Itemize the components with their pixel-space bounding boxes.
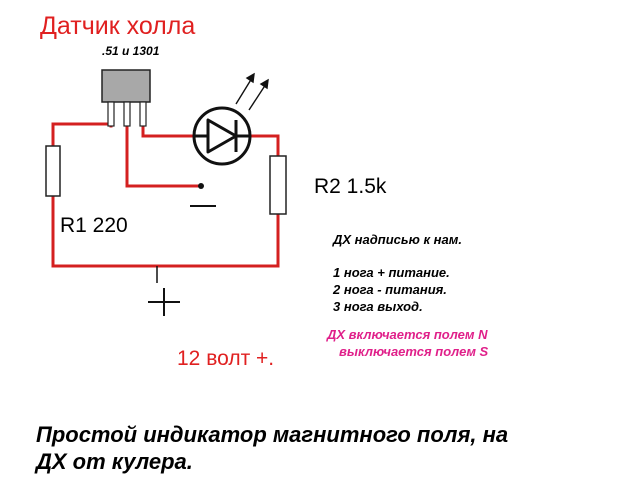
wire-bottom-right <box>155 212 280 268</box>
voltage-label: 12 волт +. <box>177 347 275 370</box>
hall-sensor-body <box>101 69 151 103</box>
wire-leg2-to-minus <box>125 124 203 188</box>
note-leg-1: 1 нога + питание. <box>333 265 450 280</box>
r2-label: R2 1.5k <box>314 175 387 198</box>
r1-label: R1 220 <box>60 214 128 237</box>
field-note-off: выключается полем S <box>339 344 489 359</box>
note-orientation: ДХ надписью к нам. <box>333 232 462 247</box>
minus-terminal-dot <box>198 183 204 189</box>
plus-sign <box>148 288 180 316</box>
field-note-on: ДХ включается полем N <box>327 327 488 342</box>
led-light-arrows <box>235 72 269 111</box>
resistor-r2 <box>269 155 287 215</box>
led-symbol <box>192 106 252 166</box>
wire-led-to-r2 <box>250 134 280 158</box>
wire-r1-to-bottom <box>51 194 159 268</box>
note-leg-2: 2 нога - питания. <box>333 282 447 297</box>
caption-line-2: ДХ от кулера. <box>36 449 193 474</box>
hall-sensor-leg-2 <box>123 101 131 127</box>
resistor-r1 <box>45 145 61 197</box>
hall-sensor-leg-3 <box>139 101 147 127</box>
sensor-model-label: .51 и 1301 <box>102 44 160 58</box>
caption-line-1: Простой индикатор магнитного поля, на <box>36 422 509 447</box>
caption: Простой индикатор магнитного поля, на ДХ… <box>36 421 616 475</box>
diagram-title: Датчик холла <box>40 12 196 40</box>
wire-leg3-to-led <box>141 124 194 138</box>
hall-sensor-leg-1 <box>107 101 115 127</box>
note-leg-3: 3 нога выход. <box>333 299 423 314</box>
wire-leg1-to-r1 <box>51 122 113 148</box>
